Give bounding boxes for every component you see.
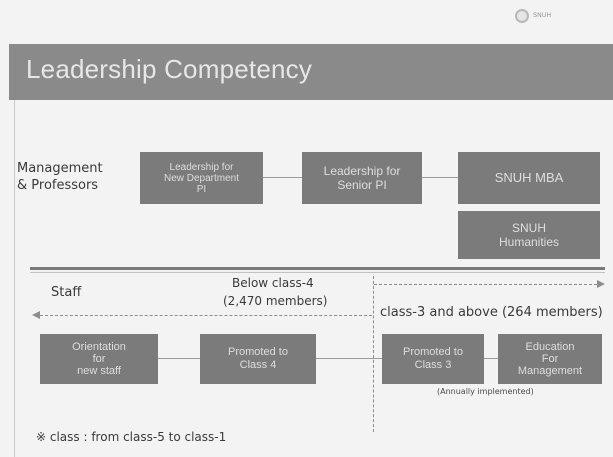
annual-note: (Annually implemented)	[437, 387, 534, 396]
below-class-members: (2,470 members)	[223, 294, 328, 308]
connector-line	[158, 358, 200, 359]
orientation-new-staff-box: Orientation for new staff	[40, 334, 158, 384]
logo-icon	[515, 9, 529, 23]
below-class-label: Below class-4	[232, 276, 314, 290]
snuh-humanities-box: SNUH Humanities	[458, 211, 600, 259]
education-management-box: Education For Management	[498, 334, 602, 384]
arrow-right-icon	[597, 280, 605, 288]
arrow-left-icon	[32, 311, 40, 319]
connector-line	[484, 358, 498, 359]
above-class-arrow-line	[374, 284, 597, 285]
below-class-arrow-line	[40, 315, 372, 316]
leadership-new-pi-box: Leadership for New Department PI	[140, 152, 263, 204]
staff-label: Staff	[51, 285, 82, 300]
snuh-mba-box: SNUH MBA	[458, 152, 600, 204]
logo: SNUH	[515, 4, 607, 28]
connector-line	[263, 177, 302, 178]
connector-line	[422, 177, 458, 178]
above-class-label: class-3 and above (264 members)	[380, 305, 603, 320]
promoted-class-4-box: Promoted to Class 4	[200, 334, 316, 384]
title-bar	[9, 44, 613, 100]
class-boundary-line	[373, 276, 374, 432]
management-label: Management & Professors	[17, 161, 103, 193]
leadership-senior-pi-box: Leadership for Senior PI	[302, 152, 422, 204]
logo-text: SNUH	[533, 13, 552, 19]
page-title: Leadership Competency	[26, 54, 313, 84]
frame-line	[14, 100, 15, 457]
section-divider-thin	[30, 272, 605, 273]
promoted-class-3-box: Promoted to Class 3	[382, 334, 484, 384]
section-divider	[30, 267, 605, 270]
connector-line	[316, 358, 382, 359]
class-footnote: ※ class : from class-5 to class-1	[36, 430, 227, 444]
